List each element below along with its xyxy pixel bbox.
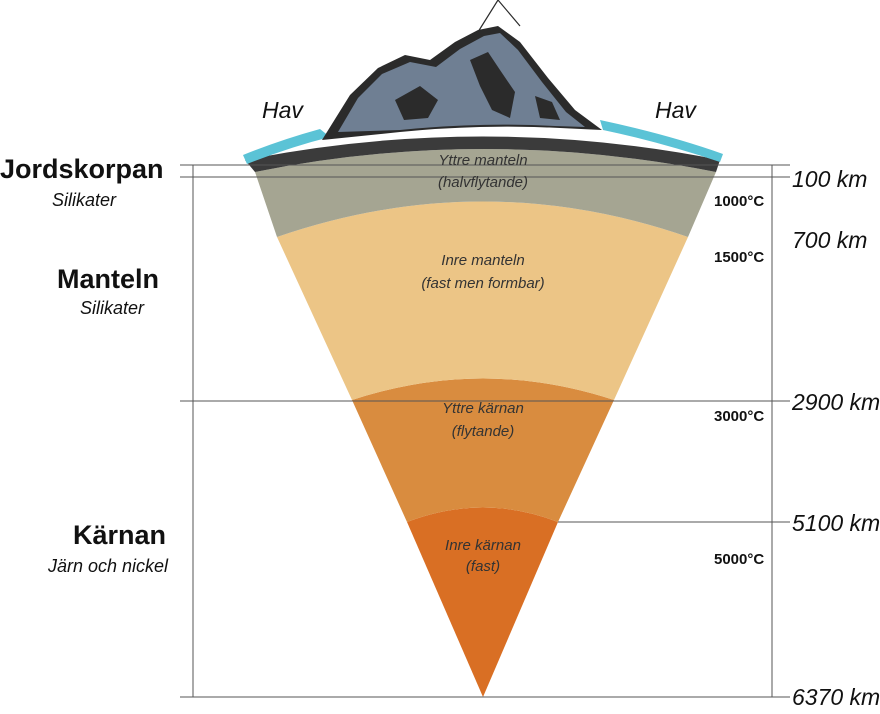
depth-100: 100 km: [792, 166, 867, 192]
inner-core-sublabel: (fast): [466, 558, 500, 575]
outer-core-sublabel: (flytande): [452, 423, 515, 440]
outer-core-label: Yttre kärnan: [442, 400, 524, 417]
core-material: Järn och nickel: [47, 556, 169, 576]
temp-1000: 1000°C: [714, 193, 764, 210]
ocean-left: [243, 129, 330, 164]
outer-mantle-region: [255, 149, 716, 237]
mountain-shadow: [395, 52, 560, 120]
inner-mantle-sublabel: (fast men formbar): [421, 275, 544, 292]
inner-mantle-label: Inre manteln: [441, 252, 524, 269]
outer-core-region: [352, 378, 614, 522]
summit-outline: [477, 0, 521, 33]
inner-mantle-region: [277, 201, 688, 400]
crust-material: Silikater: [52, 190, 117, 210]
temp-5000: 5000°C: [714, 551, 764, 568]
depth-700: 700 km: [792, 227, 867, 253]
outer-mantle-label: Yttre manteln: [438, 152, 527, 169]
crust-band: [245, 136, 720, 172]
depth-6370: 6370 km: [792, 684, 880, 710]
depth-2900: 2900 km: [791, 389, 880, 415]
mantle-material: Silikater: [80, 298, 145, 318]
inner-core-label: Inre kärnan: [445, 537, 521, 554]
depth-5100: 5100 km: [792, 510, 880, 536]
ocean-right: [600, 120, 723, 162]
temp-3000: 3000°C: [714, 408, 764, 425]
inner-core-region: [407, 507, 558, 697]
ocean-label-right: Hav: [655, 97, 697, 123]
mantle-name: Manteln: [57, 264, 159, 294]
temp-1500: 1500°C: [714, 249, 764, 266]
core-name: Kärnan: [73, 520, 166, 550]
ocean-label-left: Hav: [262, 97, 304, 123]
crust-name: Jordskorpan: [0, 154, 164, 184]
outer-mantle-sublabel: (halvflytande): [438, 174, 528, 191]
